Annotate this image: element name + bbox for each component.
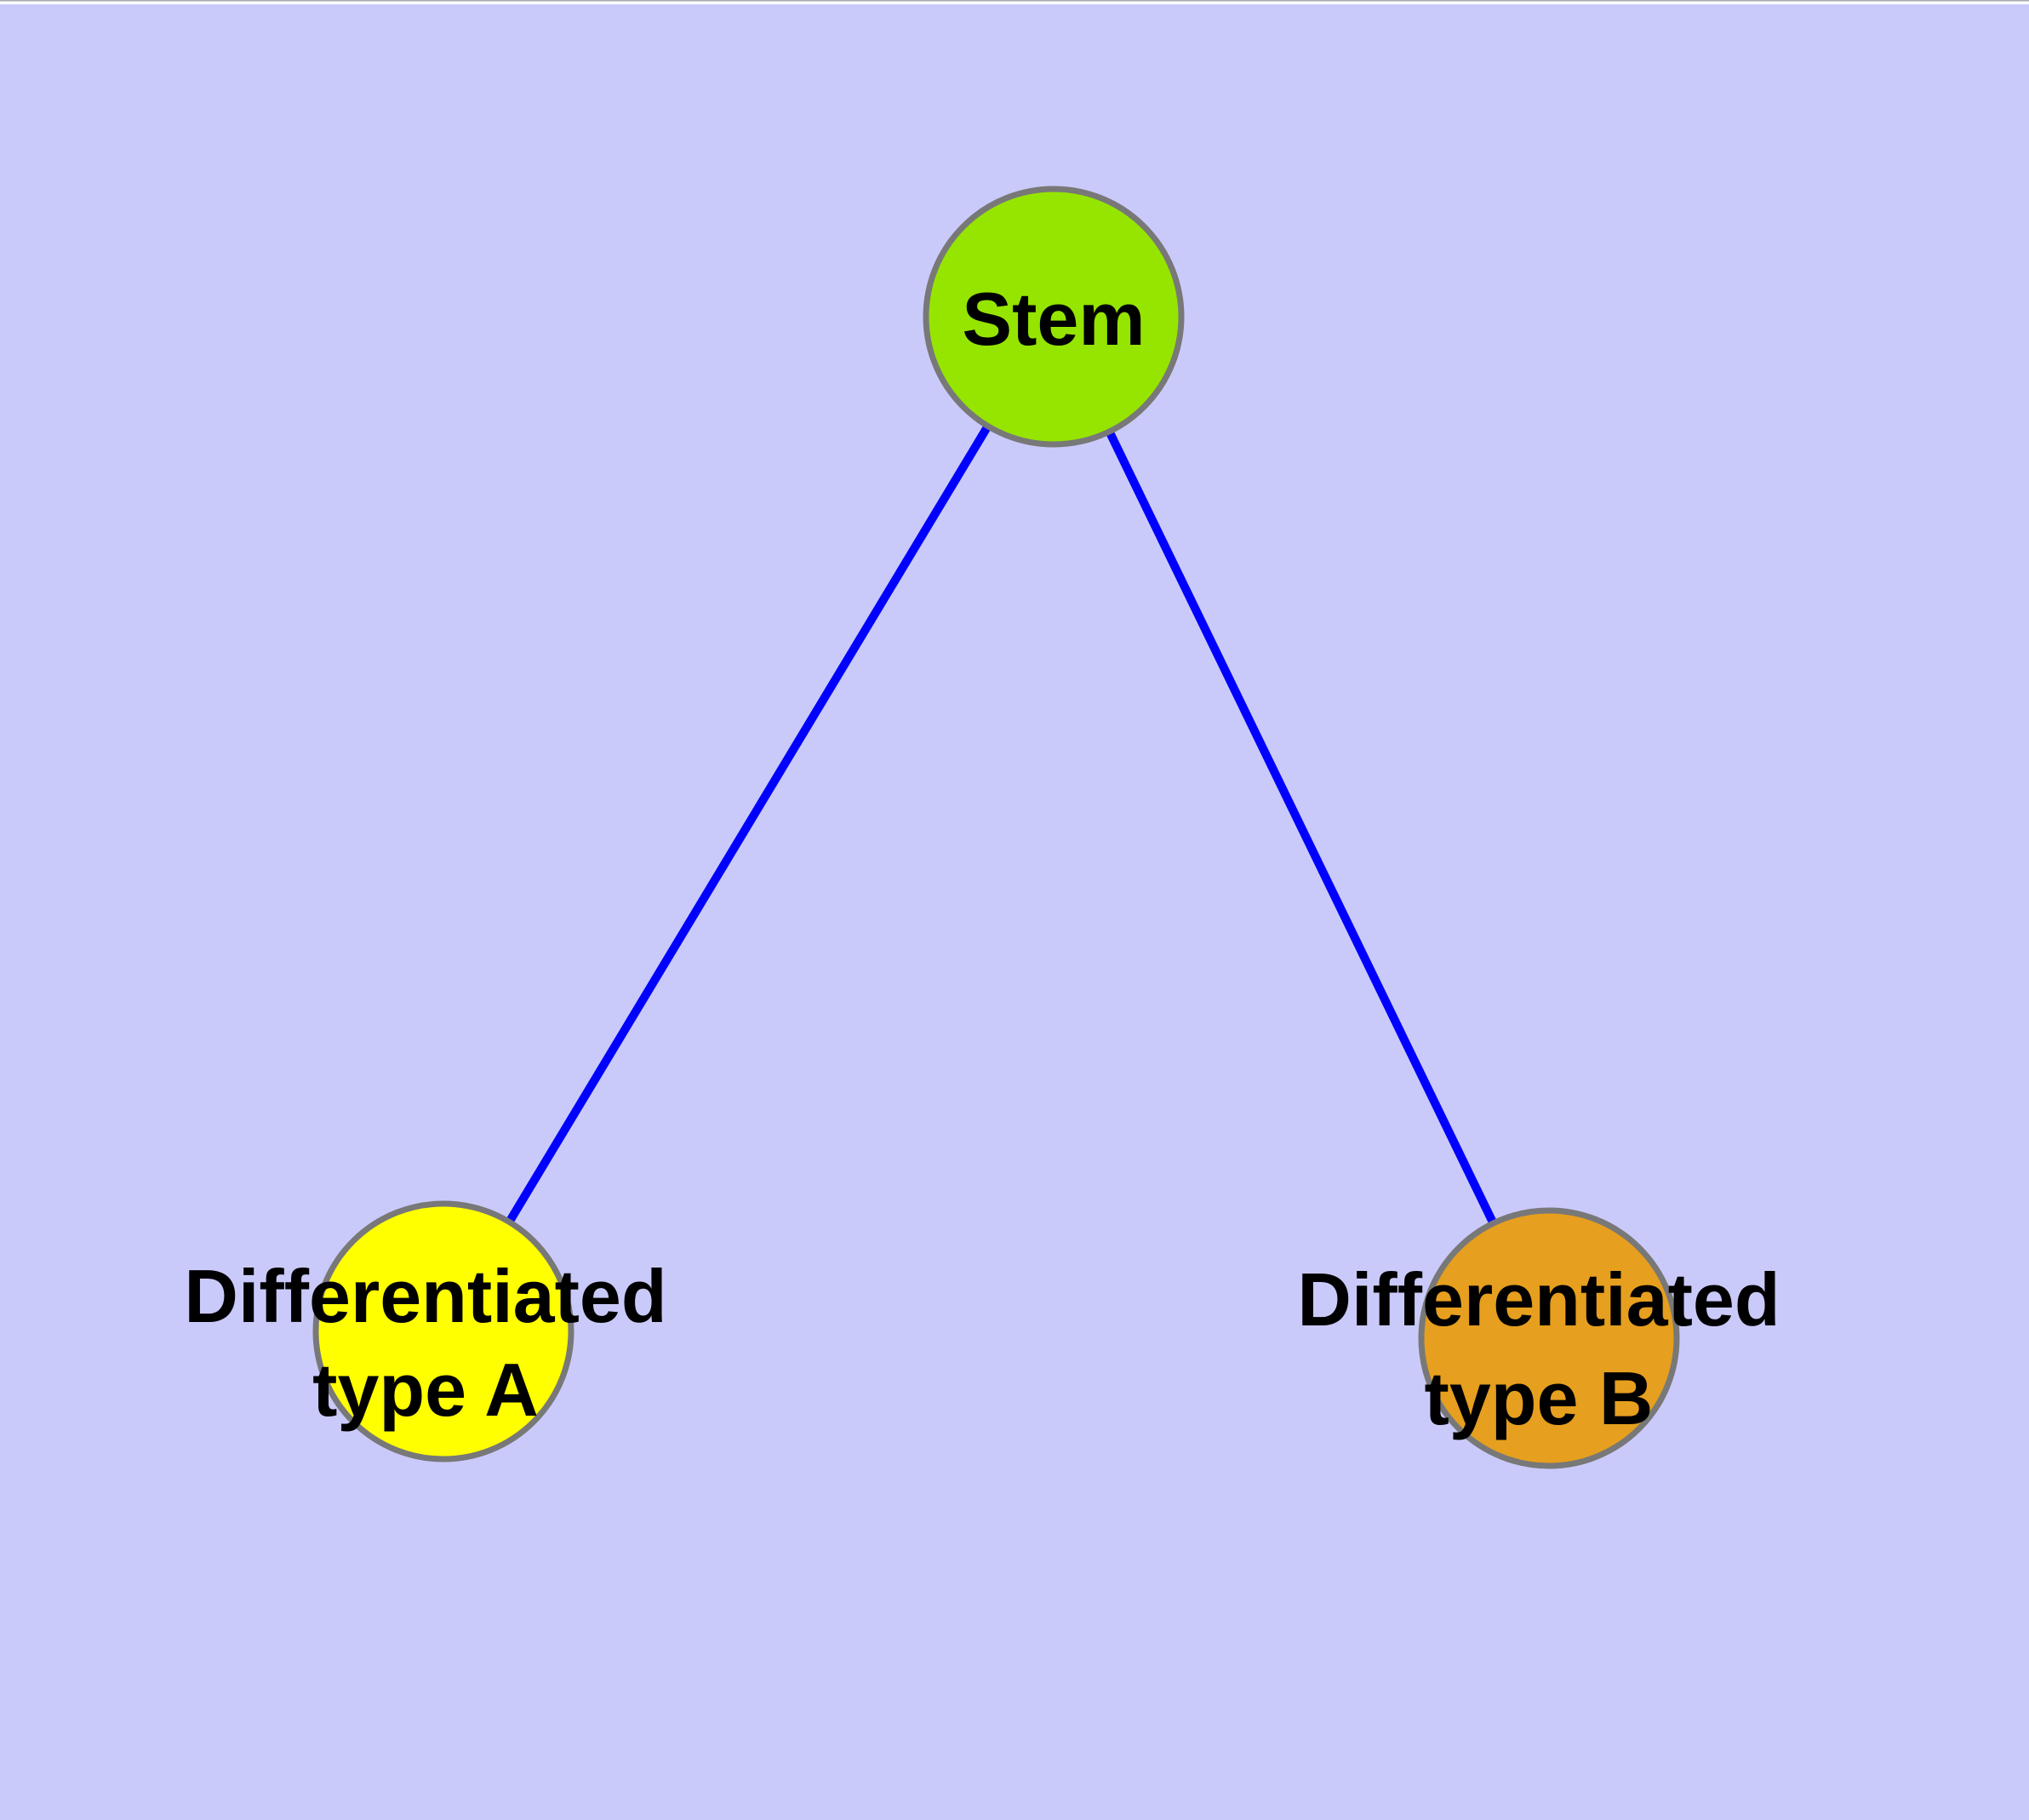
node-differentiated-type-b-label-line1: Differentiated xyxy=(1297,1257,1780,1342)
node-stem-circle xyxy=(923,186,1185,448)
node-differentiated-type-a-circle xyxy=(312,1200,574,1462)
node-differentiated-type-a-label-line1: Differentiated xyxy=(184,1254,666,1338)
top-hairline xyxy=(0,0,2029,2)
top-white-strip xyxy=(0,0,2029,4)
node-differentiated-type-a-label-line2: type A xyxy=(312,1348,539,1432)
edge-stem-to-type-a xyxy=(439,314,1058,1334)
node-differentiated-type-b-label-line2: type B xyxy=(1425,1356,1654,1440)
edge-stem-to-type-b xyxy=(1049,314,1553,1341)
node-stem-label: Stem xyxy=(962,277,1145,361)
node-differentiated-type-b-circle xyxy=(1418,1207,1680,1469)
